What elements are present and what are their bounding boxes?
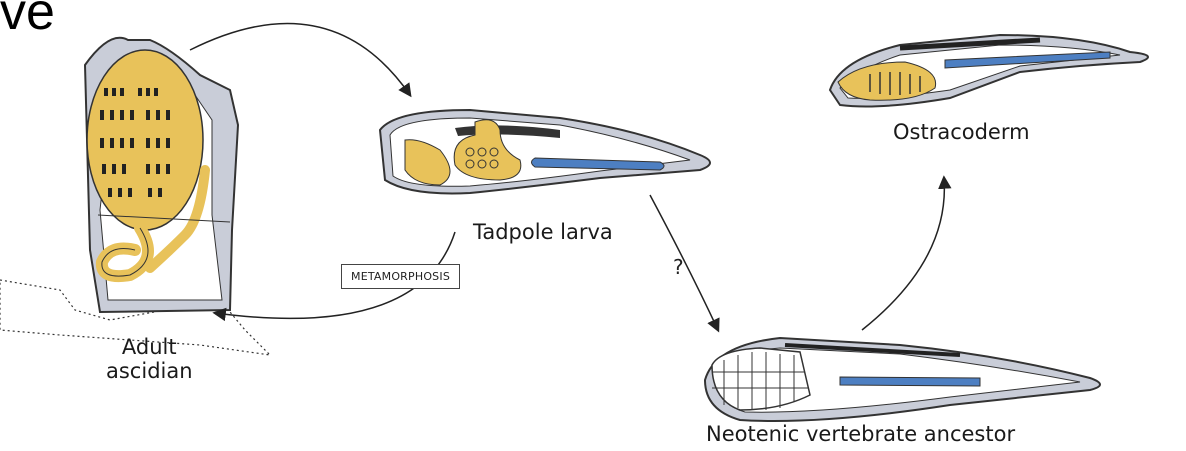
ostracoderm-illustration <box>830 35 1148 106</box>
arrow-adult-to-tadpole <box>190 24 410 95</box>
question-mark: ? <box>673 255 684 279</box>
adult-ascidian-illustration <box>0 38 270 355</box>
tadpole-larva-illustration <box>380 110 710 193</box>
neotenic-ancestor-illustration <box>705 338 1100 421</box>
metamorphosis-label-box: METAMORPHOSIS <box>341 264 460 289</box>
arrow-tadpole-to-ancestor <box>650 195 718 330</box>
label-neotenic-ancestor: Neotenic vertebrate ancestor <box>706 422 1015 446</box>
label-ostracoderm: Ostracoderm <box>893 120 1030 144</box>
arrow-ancestor-to-ostracoderm <box>862 178 944 330</box>
label-tadpole-larva: Tadpole larva <box>473 220 613 244</box>
